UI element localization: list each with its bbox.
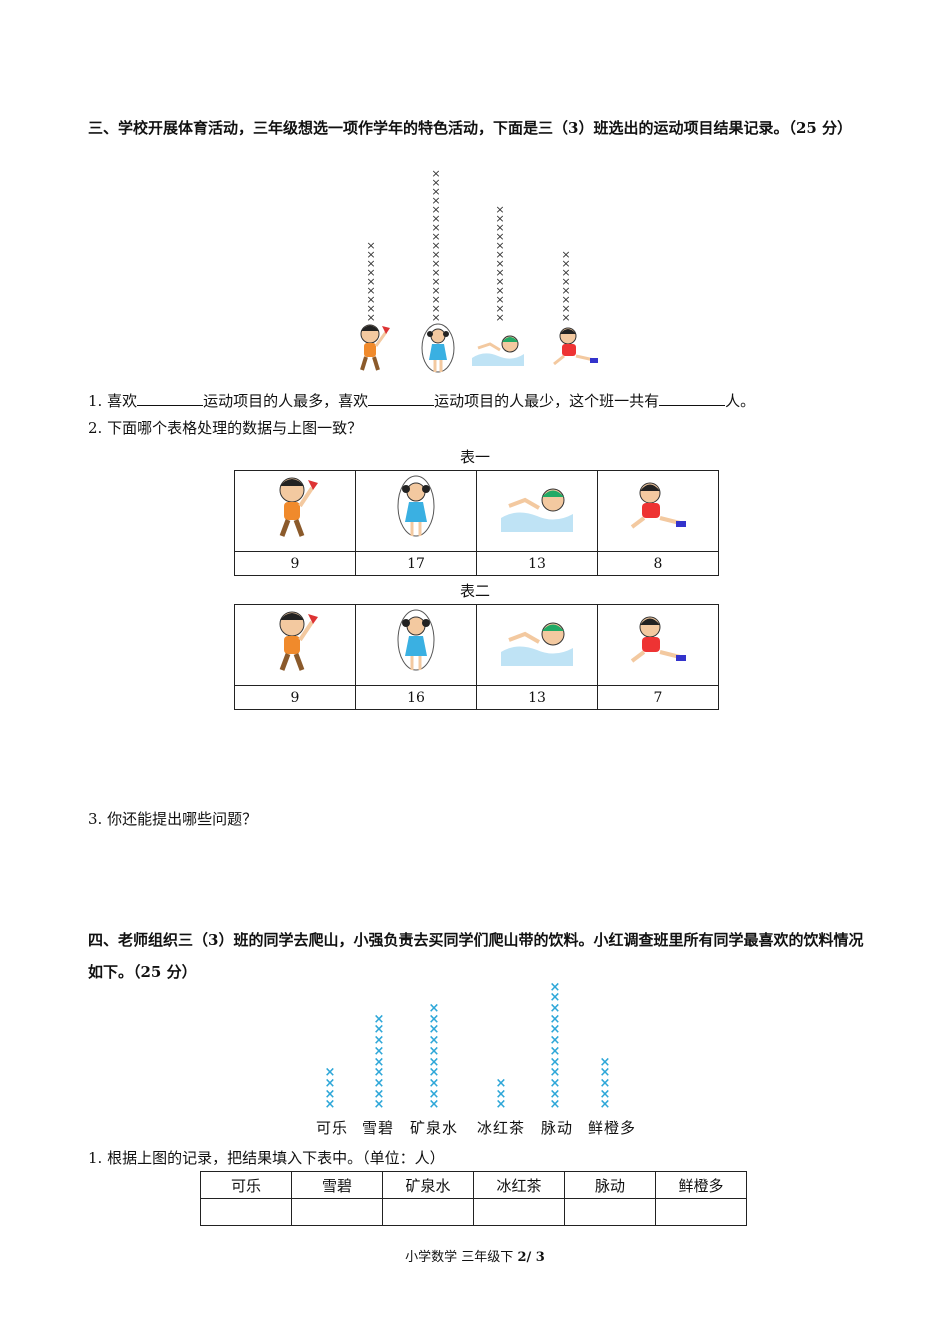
q1-text-c: 运动项目的人最少，这个班一共有 bbox=[434, 392, 660, 410]
footer-subject: 小学数学 三年级下 bbox=[405, 1250, 518, 1265]
answer-cell-mizone[interactable] bbox=[564, 1198, 656, 1226]
boy-waving-flag-icon bbox=[279, 611, 318, 671]
answer-blank-least[interactable] bbox=[368, 391, 435, 406]
table2-value-1: 9 bbox=[234, 685, 356, 710]
header-icetea: 冰红茶 bbox=[473, 1171, 565, 1199]
drink-label-3: 矿泉水 bbox=[410, 1119, 459, 1137]
section3-question-3: 3. 你还能提出哪些问题？ bbox=[88, 810, 258, 828]
table2-cell-swimmer bbox=[476, 604, 598, 686]
running-boy-icon bbox=[630, 616, 686, 663]
table2-caption: 表二 bbox=[459, 582, 490, 600]
table1-value-3: 13 bbox=[476, 551, 598, 576]
table2-value-2: 16 bbox=[355, 685, 477, 710]
table1-caption: 表一 bbox=[459, 448, 490, 466]
table2-cell-boy bbox=[234, 604, 356, 686]
table2-value-4: 7 bbox=[597, 685, 719, 710]
table1-value-4: 8 bbox=[597, 551, 719, 576]
table1-cell-girl bbox=[355, 470, 477, 552]
swimmer-icon bbox=[501, 622, 573, 666]
answer-blank-most[interactable] bbox=[137, 391, 204, 406]
table1-cell-boy bbox=[234, 470, 356, 552]
drinks-fill-table: 可乐 雪碧 矿泉水 冰红茶 脉动 鲜橙多 bbox=[200, 1171, 747, 1226]
swimmer-icon bbox=[472, 335, 524, 366]
girl-jumping-rope-icon bbox=[397, 475, 435, 537]
drink-label-1: 可乐 bbox=[316, 1119, 349, 1137]
table1-value-2: 17 bbox=[355, 551, 477, 576]
section4-question-1: 1. 根据上图的记录，把结果填入下表中。（单位：人） bbox=[88, 1149, 445, 1167]
q1-text-d: 人。 bbox=[725, 392, 756, 410]
tally-column-cola: × × × × bbox=[324, 1065, 336, 1113]
header-cola: 可乐 bbox=[200, 1171, 292, 1199]
table-one: 9 17 13 8 bbox=[234, 470, 719, 576]
header-water: 矿泉水 bbox=[382, 1171, 474, 1199]
swimmer-icon bbox=[501, 488, 573, 532]
footer-page-number: 2/ 3 bbox=[517, 1250, 545, 1265]
table1-cell-runner bbox=[597, 470, 719, 552]
boy-waving-flag-icon bbox=[279, 477, 318, 537]
girl-jumping-rope-icon bbox=[421, 323, 455, 373]
tally-column-mizone: × × × × × × × × × × × × bbox=[549, 979, 561, 1113]
answer-cell-cola[interactable] bbox=[200, 1198, 292, 1226]
section3-question-2: 2. 下面哪个表格处理的数据与上图一致？ bbox=[88, 419, 363, 437]
section3-question-1: 1. 喜欢 运动项目的人最多，喜欢 运动项目的人最少，这个班一共有 人。 bbox=[88, 390, 755, 411]
table-two: 9 16 13 7 bbox=[234, 604, 719, 710]
answer-blank-total[interactable] bbox=[659, 391, 726, 406]
table2-value-3: 13 bbox=[476, 685, 598, 710]
table1-cell-swimmer bbox=[476, 470, 598, 552]
tally-column-sport-1: × × × × × × × × × bbox=[366, 239, 376, 324]
header-orange: 鲜橙多 bbox=[655, 1171, 747, 1199]
header-sprite: 雪碧 bbox=[291, 1171, 383, 1199]
header-mizone: 脉动 bbox=[564, 1171, 656, 1199]
table1-value-1: 9 bbox=[234, 551, 356, 576]
q1-text-a: 1. 喜欢 bbox=[88, 392, 138, 410]
drink-label-6: 鲜橙多 bbox=[588, 1119, 637, 1137]
boy-waving-flag-icon bbox=[360, 324, 390, 371]
drink-label-4: 冰红茶 bbox=[477, 1119, 526, 1137]
tally-column-sprite: × × × × × × × × × bbox=[373, 1011, 385, 1113]
answer-cell-orange[interactable] bbox=[655, 1198, 747, 1226]
tally-column-sport-2: × × × × × × × × × × × × × × × × × bbox=[431, 167, 441, 324]
tally-column-orange: × × × × × bbox=[599, 1054, 611, 1113]
answer-cell-water[interactable] bbox=[382, 1198, 474, 1226]
drink-label-2: 雪碧 bbox=[362, 1119, 395, 1137]
table2-cell-runner bbox=[597, 604, 719, 686]
tally-column-water: × × × × × × × × × × bbox=[428, 1001, 440, 1113]
running-boy-icon bbox=[553, 327, 598, 366]
q1-text-b: 运动项目的人最多，喜欢 bbox=[203, 392, 369, 410]
page-footer: 小学数学 三年级下 2/ 3 bbox=[0, 1246, 950, 1265]
drink-label-5: 脉动 bbox=[541, 1119, 574, 1137]
section4-heading: 四、老师组织三（3）班的同学去爬山，小强负责去买同学们爬山带的饮料。小红调查班里… bbox=[88, 931, 864, 981]
tally-column-sport-4: × × × × × × × × bbox=[561, 248, 571, 324]
tally-column-icetea: × × × bbox=[495, 1075, 507, 1113]
running-boy-icon bbox=[630, 482, 686, 529]
tally-column-sport-3: × × × × × × × × × × × × × bbox=[495, 203, 505, 324]
section3-heading: 三、学校开展体育活动，三年级想选一项作学年的特色活动，下面是三（3）班选出的运动… bbox=[88, 119, 853, 137]
answer-cell-icetea[interactable] bbox=[473, 1198, 565, 1226]
answer-cell-sprite[interactable] bbox=[291, 1198, 383, 1226]
girl-jumping-rope-icon bbox=[397, 609, 435, 671]
table2-cell-girl bbox=[355, 604, 477, 686]
